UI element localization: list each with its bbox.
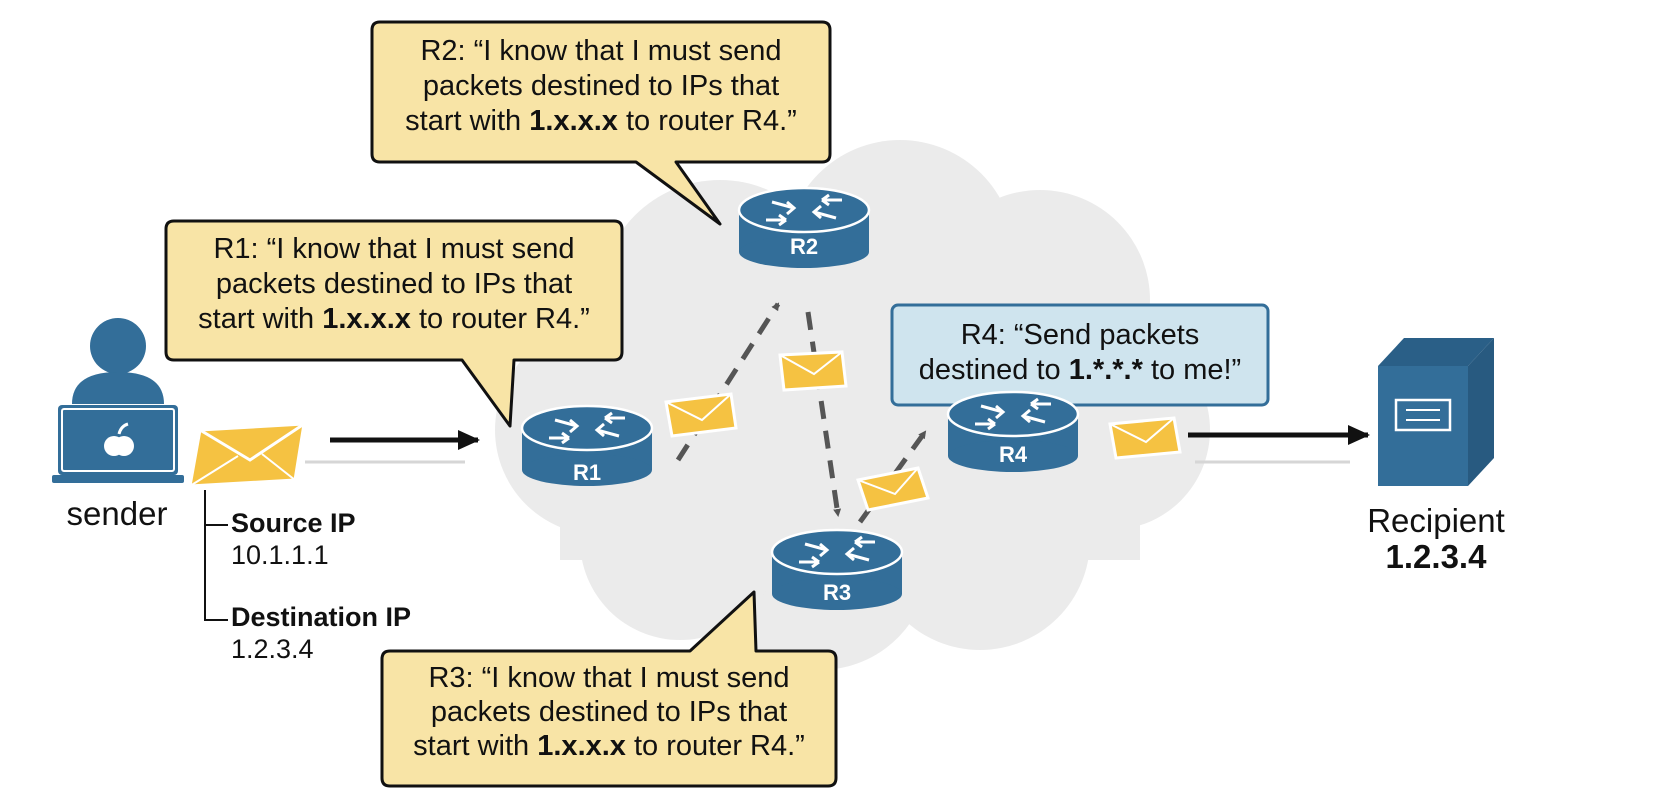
r3-bubble-line1: R3: “I know that I must send [428, 662, 789, 694]
r2-bubble-line3-pre: start with [405, 105, 529, 137]
envelope-icon [664, 392, 738, 438]
recipient-ip: 1.2.3.4 [1386, 538, 1488, 575]
router-r2-label: R2 [790, 234, 818, 259]
router-r4-label: R4 [999, 442, 1028, 467]
r2-speech-bubble: R2: “I know that I must send packets des… [370, 20, 832, 226]
r1-bubble-line1: R1: “I know that I must send [213, 233, 574, 265]
r4-bubble-line2-bold: 1.*.*.* [1069, 354, 1144, 386]
router-icon: R4 [946, 390, 1080, 472]
r3-bubble-line2: packets destined to IPs that [431, 696, 787, 728]
r3-bubble-line3-pre: start with [413, 730, 537, 762]
apple-logo-icon [104, 422, 134, 456]
r4-bubble-line2-post: to me!” [1143, 354, 1241, 386]
router-icon: R3 [770, 528, 904, 610]
r3-speech-bubble: R3: “I know that I must send packets des… [380, 590, 838, 788]
r1-bubble-line3-post: to router R4.” [411, 303, 590, 335]
router-icon: R2 [737, 186, 871, 268]
r4-speech-bubble: R4: “Send packets destined to 1.*.*.* to… [890, 303, 1270, 407]
laptop-user-icon [52, 318, 184, 483]
r1-bubble-line3: start with 1.x.x.x to router R4.” [198, 303, 590, 335]
r2-bubble-line3-bold: 1.x.x.x [529, 105, 618, 137]
r3-bubble-line3: start with 1.x.x.x to router R4.” [413, 730, 805, 762]
source-ip-label: Source IP [231, 508, 356, 538]
destination-ip-label: Destination IP [231, 602, 411, 632]
r4-bubble-line2: destined to 1.*.*.* to me!” [919, 354, 1241, 386]
sender-label: sender [67, 495, 168, 532]
envelope-icon [778, 350, 848, 392]
r2-bubble-line3-post: to router R4.” [618, 105, 797, 137]
envelope-icon [856, 466, 930, 512]
r1-bubble-line3-bold: 1.x.x.x [322, 303, 411, 335]
r4-bubble-line1: R4: “Send packets [961, 319, 1200, 351]
envelope-icon [1108, 416, 1182, 460]
r3-bubble-line3-bold: 1.x.x.x [537, 730, 626, 762]
recipient-label: Recipient [1367, 502, 1505, 539]
r3-bubble-line3-post: to router R4.” [626, 730, 805, 762]
r3-to-r4-arrow [857, 430, 928, 524]
r2-bubble-line1: R2: “I know that I must send [420, 35, 781, 67]
destination-ip-value: 1.2.3.4 [231, 634, 314, 664]
router-r3-label: R3 [823, 580, 851, 605]
r1-bubble-line3-pre: start with [198, 303, 322, 335]
r2-to-r3-arrow [805, 311, 842, 517]
server-icon [1378, 338, 1494, 486]
router-r1-label: R1 [573, 460, 601, 485]
r4-bubble-line2-pre: destined to [919, 354, 1069, 386]
r1-speech-bubble: R1: “I know that I must send packets des… [164, 219, 624, 428]
ip-header-bracket [204, 490, 228, 621]
r2-bubble-line3: start with 1.x.x.x to router R4.” [405, 105, 797, 137]
source-ip-value: 10.1.1.1 [231, 540, 329, 570]
envelope-icon [188, 422, 306, 488]
r1-bubble-line2: packets destined to IPs that [216, 268, 572, 300]
r2-bubble-line2: packets destined to IPs that [423, 70, 779, 102]
router-icon: R1 [520, 404, 654, 486]
